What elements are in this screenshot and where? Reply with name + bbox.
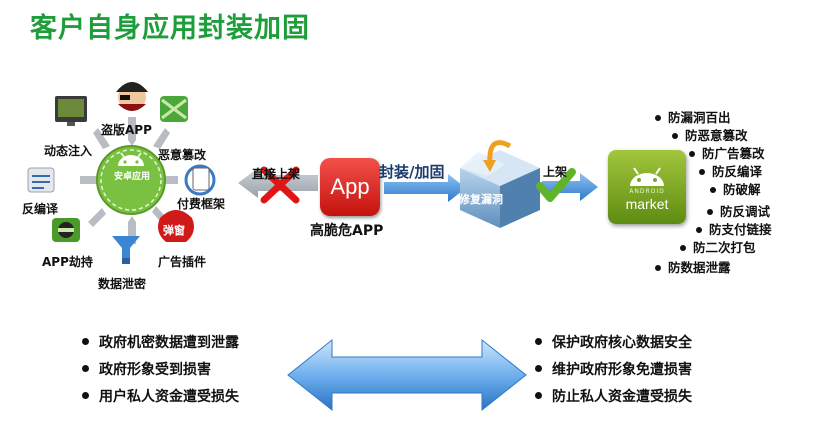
hijack-icon	[52, 218, 80, 242]
wrap-arrow	[384, 174, 466, 202]
direct-publish-label: 直接上架	[252, 167, 301, 181]
benefit-item: 维护政府形象免遭损害	[535, 357, 692, 384]
benefit-list: 保护政府核心数据安全 维护政府形象免遭损害 防止私人资金遭受损失	[535, 330, 692, 411]
benefit-item: 保护政府核心数据安全	[535, 330, 692, 357]
payment-icon	[184, 164, 216, 196]
pirate-icon	[116, 82, 148, 111]
risky-app-caption: 高脆危APP	[310, 223, 384, 239]
center-label: 安卓应用	[113, 172, 150, 182]
protection-item: 防广告篡改	[689, 146, 765, 162]
popup-ad-icon	[158, 210, 194, 242]
market-label: market	[625, 196, 669, 212]
publish-arrow	[542, 173, 598, 201]
android-app-icon	[96, 145, 166, 215]
android-market-icon: ANDROID market	[608, 150, 686, 224]
benefit-item: 防止私人资金遭受损失	[535, 384, 692, 411]
android-robot-icon	[630, 167, 664, 186]
threat-label-piracy: 盗版APP	[101, 123, 152, 137]
monitor-icon	[55, 96, 87, 126]
decompile-icon	[27, 167, 55, 193]
page-title: 客户自身应用封装加固	[30, 13, 310, 44]
risk-list: 政府机密数据遭到泄露 政府形象受到损害 用户私人资金遭受损失	[82, 330, 239, 411]
repair-box-icon	[460, 140, 540, 228]
protection-item: 防漏洞百出	[655, 110, 731, 126]
double-arrow	[287, 338, 527, 412]
threat-label-injection: 动态注入	[44, 144, 93, 158]
threat-label-tamper: 恶意篡改	[158, 148, 207, 162]
threat-label-data-leak: 数据泄密	[98, 277, 147, 291]
tamper-icon	[160, 96, 188, 122]
protection-item: 防破解	[710, 182, 761, 198]
popup-badge: 弹窗	[163, 224, 185, 237]
protection-item: 防反调试	[707, 204, 770, 220]
risky-app-icon: App	[320, 158, 380, 216]
threat-label-decompile: 反编译	[22, 202, 59, 216]
risk-item: 用户私人资金遭受损失	[82, 384, 239, 411]
funnel-icon	[112, 236, 140, 264]
threat-label-ads: 广告插件	[158, 255, 207, 269]
risk-item: 政府机密数据遭到泄露	[82, 330, 239, 357]
market-small-text: ANDROID	[629, 188, 665, 195]
protection-item: 防反编译	[699, 164, 762, 180]
publish-label: 上架	[543, 165, 568, 179]
protection-item: 防二次打包	[680, 240, 756, 256]
cross-icon	[260, 166, 300, 204]
repair-label: 修复漏洞	[459, 193, 503, 206]
protection-item: 防数据泄露	[655, 260, 731, 276]
threat-label-hijack: APP劫持	[42, 255, 93, 269]
protection-item: 防恶意篡改	[672, 128, 748, 144]
wrap-label: 封装/加固	[379, 163, 445, 181]
risk-item: 政府形象受到损害	[82, 357, 239, 384]
threat-label-payment: 付费框架	[177, 197, 226, 211]
check-icon	[536, 168, 576, 202]
protection-item: 防支付链接	[696, 222, 772, 238]
